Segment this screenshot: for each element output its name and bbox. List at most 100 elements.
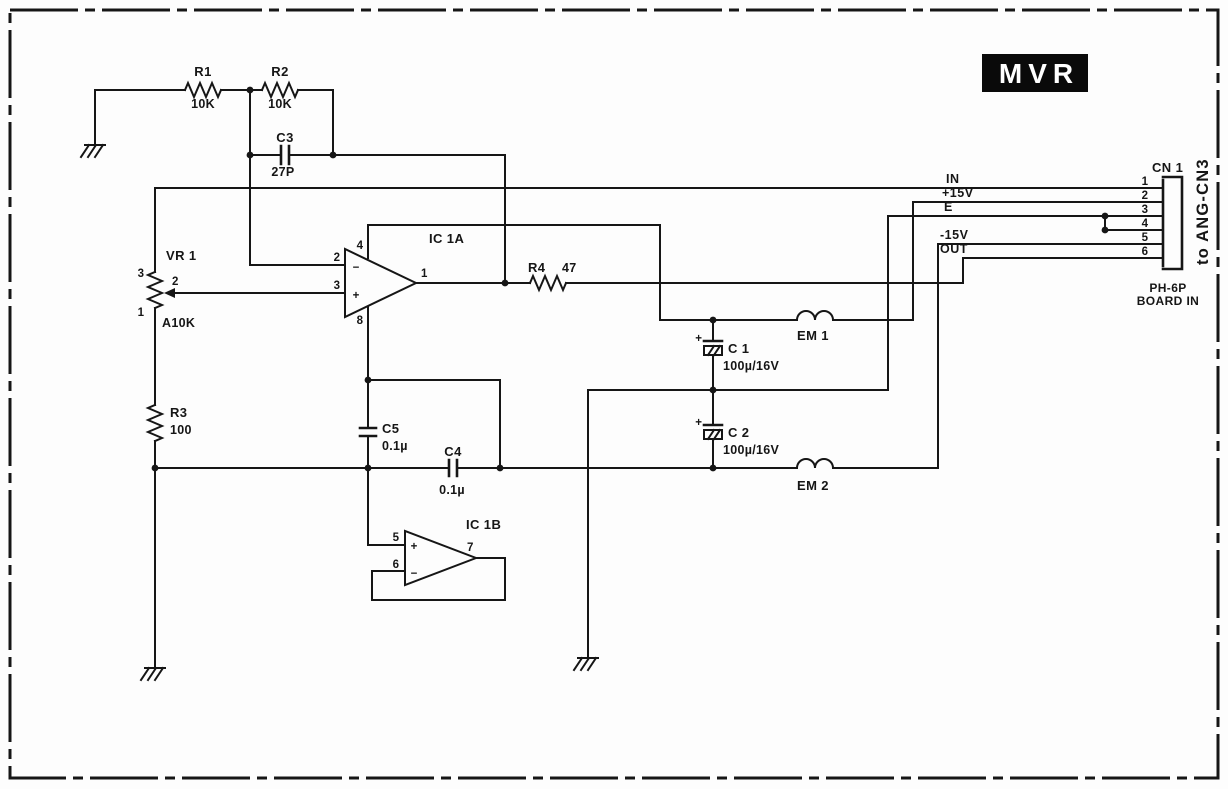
connector-destination: to ANG-CN3	[1194, 158, 1212, 265]
resistor-r3-ref: R3	[170, 405, 187, 420]
ground-icon	[139, 666, 166, 682]
signal-labels: IN +15V E -15V OUT	[940, 172, 974, 256]
capacitor-c5-symbol	[358, 426, 378, 438]
capacitor-c2-polarity: +	[695, 417, 702, 429]
capacitor-c2-ref: C 2	[728, 425, 749, 440]
badge-background	[982, 54, 1088, 92]
net-inverting-input	[249, 89, 346, 266]
ground-symbols	[79, 143, 599, 682]
capacitor-c2: + C 2 100µ/16V	[695, 417, 779, 457]
cn1-pin-number-6: 6	[1142, 246, 1148, 258]
net-ic1b-feedback	[371, 557, 506, 601]
junction-dot	[709, 464, 717, 472]
junction-dot	[246, 151, 254, 159]
ic1a-pin-vee: 8	[357, 315, 364, 327]
cn1-pin-number-2: 2	[1142, 190, 1148, 202]
resistor-r2-ref: R2	[271, 64, 288, 79]
vr1-pin-wiper: 2	[172, 276, 178, 288]
junction-dot	[246, 86, 254, 94]
cn1-pin-number-4: 4	[1142, 218, 1149, 230]
capacitor-c3-ref: C3	[276, 130, 293, 145]
net-minus15-right	[832, 243, 1151, 469]
resistor-r2-value: 10K	[268, 97, 292, 111]
resistor-r2-symbol	[260, 80, 300, 100]
capacitor-c3: C3 27P	[271, 130, 294, 179]
net-plus15-right	[832, 201, 1151, 321]
potentiometer-vr1: VR 1 3 2 1 A10K	[138, 248, 197, 330]
capacitor-c3-value: 27P	[271, 165, 294, 179]
capacitor-c1-ref: C 1	[728, 341, 749, 356]
capacitor-c1-polarity: +	[695, 333, 702, 345]
ic1b-noninv-sign: +	[411, 541, 418, 553]
junction-dot	[364, 464, 372, 472]
potentiometer-vr1-value: A10K	[162, 316, 195, 330]
connector-cn1-type: PH-6P	[1149, 281, 1186, 295]
junction-dots	[151, 86, 1109, 472]
net-c3-right	[288, 89, 334, 156]
opamp-ic1a-ref: IC 1A	[429, 231, 464, 246]
signal-label-out: OUT	[940, 242, 968, 256]
resistor-r4: R4 47	[528, 260, 577, 293]
signal-label-minus15: -15V	[940, 228, 969, 242]
sheet-border	[8, 8, 1220, 780]
connector-cn1: CN 1 1 2 3 4 5 6 PH-6P BOARD IN to ANG-C…	[1137, 158, 1212, 308]
net-feedback	[332, 154, 506, 284]
resistor-r4-value: 47	[562, 261, 577, 275]
signal-label-plus15: +15V	[942, 186, 974, 200]
ic1b-pin-out: 7	[467, 542, 473, 554]
capacitor-c4: C4 0.1µ	[439, 444, 464, 497]
cn1-pin-number-1: 1	[1142, 176, 1149, 188]
potentiometer-vr1-symbol	[145, 270, 165, 310]
resistor-r4-ref: R4	[528, 260, 546, 275]
capacitor-c4-ref: C4	[444, 444, 462, 459]
opamp-ic1b-body	[404, 529, 479, 587]
ic1a-pin-inv: 2	[334, 252, 340, 264]
net-c5-to-ic1b	[367, 435, 406, 546]
wiper-arrow-icon	[164, 288, 175, 298]
inductor-em1-symbol	[795, 310, 835, 322]
inductor-em2-ref: EM 2	[797, 478, 829, 493]
capacitor-c1-value: 100µ/16V	[723, 359, 780, 373]
ic1b-pin-inv: 6	[393, 559, 399, 571]
cn1-pin-number-5: 5	[1142, 232, 1149, 244]
capacitor-c4-symbol	[447, 458, 459, 478]
ground-icon	[572, 656, 599, 672]
junction-dot	[1101, 226, 1109, 234]
resistor-r1: R1 10K	[183, 64, 223, 111]
nets	[94, 89, 1151, 669]
junction-dot	[496, 464, 504, 472]
opamp-ic1b-ref: IC 1B	[466, 517, 501, 532]
connector-cn1-note: BOARD IN	[1137, 294, 1200, 308]
connector-cn1-ref: CN 1	[1152, 160, 1183, 175]
capacitor-c2-value: 100µ/16V	[723, 443, 780, 457]
resistor-r1-symbol	[183, 80, 223, 100]
opamp-ic1a-body	[344, 247, 419, 319]
resistor-r3-value: 100	[170, 423, 192, 437]
resistor-r2: R2 10K	[260, 64, 300, 111]
ic1b-pin-noninv: 5	[393, 532, 400, 544]
capacitor-c5-value: 0.1µ	[382, 439, 408, 453]
ground-icon	[79, 143, 106, 159]
junction-dot	[501, 279, 509, 287]
net-vee-drop	[367, 379, 501, 469]
ic1a-noninv-sign: +	[353, 290, 360, 302]
vr1-pin-bottom: 1	[138, 307, 145, 319]
resistor-r1-value: 10K	[191, 97, 215, 111]
vr1-pin-top: 3	[138, 268, 144, 280]
ic1a-pin-vcc: 4	[357, 240, 364, 252]
net-input	[154, 187, 1151, 273]
capacitor-c1: + C 1 100µ/16V	[695, 333, 779, 373]
connector-cn1-bracket	[1161, 175, 1184, 271]
capacitor-c5: C5 0.1µ	[358, 421, 408, 453]
capacitor-c3-symbol	[279, 144, 291, 166]
junction-dot	[709, 316, 717, 324]
ic1a-pin-noninv: 3	[334, 280, 340, 292]
capacitor-c1-hatch	[706, 344, 722, 357]
capacitor-c2-hatch	[706, 428, 722, 441]
net-vcc-pin4	[367, 224, 661, 321]
signal-label-in: IN	[946, 172, 960, 186]
junction-dot	[709, 386, 717, 394]
inductor-em2-symbol	[795, 458, 835, 470]
